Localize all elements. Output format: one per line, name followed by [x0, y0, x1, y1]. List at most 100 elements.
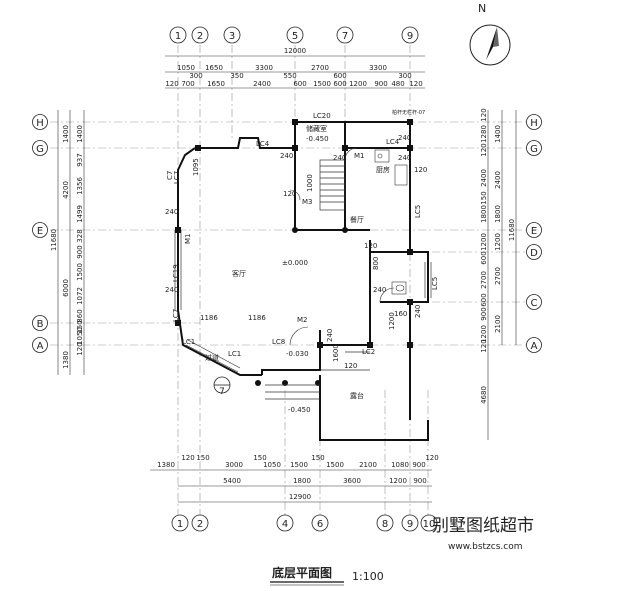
tag-m2: M2 — [297, 316, 308, 324]
tag-lc7-b: LC7 — [172, 309, 180, 322]
axis-bottom-6: 6 — [317, 519, 323, 530]
tag-lc4-b: LC4 — [386, 138, 400, 146]
wd-0: 240 — [280, 152, 293, 160]
wd-6: 240 — [333, 154, 346, 162]
axis-bubbles-bottom: 1 2 4 6 8 9 10 — [171, 514, 438, 532]
dim-top-r1-0: 1050 — [177, 64, 195, 72]
tag-lc20: LC20 — [313, 112, 331, 120]
dim-left-r2-0: 1400 — [76, 125, 84, 143]
dimension-text-left: 11680 1400 4200 6000 1380 1400 937 1356 … — [50, 125, 84, 369]
dim-bot-r1-12: 120 — [425, 454, 438, 462]
dim-top-r1-2: 3300 — [255, 64, 273, 72]
tag-lc1-a: LC1 — [182, 338, 195, 346]
dim-bot-r1-0: 1380 — [157, 461, 175, 469]
drawing-title-block: 底层平面图 1:100 — [270, 565, 384, 586]
axis-top-7: 7 — [342, 31, 348, 42]
drawing-title: 底层平面图 — [272, 565, 332, 580]
watermark-url: www.bstzcs.com — [448, 542, 523, 552]
wd-5: 240 — [398, 134, 411, 142]
dim-right-r2-9: 600 — [480, 293, 488, 306]
axis-left-A: A — [37, 341, 44, 352]
dim-left-total: 11680 — [50, 229, 58, 251]
dim-bot-r2-3: 1200 — [389, 477, 407, 485]
dim-left-r2-10: 1050 — [76, 327, 84, 345]
dim-top-r2-8: 900 — [374, 80, 387, 88]
dim-top-r2-7: 1200 — [349, 80, 367, 88]
dim-top-s-2: 550 — [283, 72, 296, 80]
dim-top-r2-2: 1650 — [207, 80, 225, 88]
dim-left-r2-3: 1499 — [76, 205, 84, 223]
tag-m1-b: M1 — [354, 152, 365, 160]
opening-tags: LC20 LC4 LC4 LC5 LC5 LC19 LC7 LC7 LC8 LC… — [166, 112, 439, 362]
axis-bottom-1: 1 — [177, 519, 183, 530]
dimension-text-right: 11680 1400 2400 1800 1200 2700 2100 4680… — [480, 108, 516, 404]
dim-right-r1-2: 1800 — [494, 205, 502, 223]
dim-right-r1-5: 2100 — [494, 315, 502, 333]
axis-top-3: 3 — [229, 31, 235, 42]
dim-top-r2-0: 120 — [165, 80, 178, 88]
dim-bot-r1-10: 1080 — [391, 461, 409, 469]
dim-right-r2-12: 120 — [480, 339, 488, 352]
room-kitchen: 厨房 — [376, 165, 390, 174]
axis-bubbles-left: H G E B A — [32, 114, 48, 353]
axis-right-D: D — [530, 248, 538, 259]
dim-right-total: 11680 — [508, 219, 516, 241]
dim-right-r2-0: 120 — [480, 108, 488, 121]
dim-top-r1-1: 1650 — [205, 64, 223, 72]
axis-bottom-8: 8 — [382, 519, 388, 530]
axis-top-1: 1 — [175, 31, 181, 42]
wd-12: 120 — [414, 166, 427, 174]
dim-left-r2-5: 900 — [76, 245, 84, 258]
dim-right-r2-2: 120 — [480, 143, 488, 156]
dim-right-r2-5: 1800 — [480, 205, 488, 223]
tag-lc8: LC8 — [272, 338, 285, 346]
axis-left-H: H — [36, 118, 44, 129]
dim-top-r2-3: 2400 — [253, 80, 271, 88]
room-corridor: 过道 — [205, 353, 219, 362]
dim-bot-r1-1: 120 — [181, 454, 194, 462]
dim-top-s-1: 350 — [230, 72, 243, 80]
tag-lc1-b: LC1 — [228, 350, 241, 358]
dim-right-r2-6: 1200 — [480, 233, 488, 251]
tag-1186-a: 1186 — [200, 314, 218, 322]
north-label: N — [478, 2, 486, 15]
dim-right-r2-1: 1280 — [480, 125, 488, 143]
elev-steps: -0.450 — [288, 406, 311, 414]
dim-right-r1-4: 2700 — [494, 267, 502, 285]
staircase — [265, 159, 346, 400]
dim-bot-r1-9: 2100 — [359, 461, 377, 469]
dim-bot-r2-4: 900 — [413, 477, 426, 485]
tag-1186-b: 1186 — [248, 314, 266, 322]
dim-top-s-4: 300 — [398, 72, 411, 80]
dim-right-r1-0: 1400 — [494, 125, 502, 143]
wd-3: 240 — [373, 286, 386, 294]
structural-columns — [175, 119, 413, 386]
axis-bottom-4: 4 — [282, 519, 288, 530]
dim-bot-r1-7: 150 — [311, 454, 324, 462]
wd-7: 240 — [414, 305, 422, 318]
dim-right-r2-8: 2700 — [480, 271, 488, 289]
tag-lc2: LC2 — [362, 348, 375, 356]
dim-top-r2-4: 600 — [293, 80, 306, 88]
kitchen-fixtures — [374, 149, 408, 295]
dim-top-s-3: 600 — [333, 72, 346, 80]
dim-bot-r1-5: 1050 — [263, 461, 281, 469]
dim-left-r1-0: 1400 — [62, 125, 70, 143]
dim-right-r1-6: 4680 — [480, 386, 488, 404]
dim-left-r2-4: 328 — [76, 229, 84, 242]
tag-m3: M3 — [302, 198, 313, 206]
room-storage: 储藏室 — [306, 124, 327, 133]
dim-bot-r2-0: 5400 — [223, 477, 241, 485]
dim-top-r2-6: 600 — [333, 80, 346, 88]
elevation-marks: ±0.000 -0.450 -0.030 -0.450 柏杆无栏杆-07 — [282, 109, 425, 414]
window-lines — [174, 230, 432, 373]
axis-right-G: G — [530, 144, 538, 155]
axis-bubbles-top: 1 2 3 5 7 9 — [169, 26, 419, 44]
wd-8: 240 — [326, 329, 334, 342]
axis-bottom-10: 10 — [423, 519, 436, 530]
axis-left-E: E — [37, 226, 43, 237]
dim-right-r2-7: 600 — [480, 251, 488, 264]
dim-left-r2-7: 1072 — [76, 287, 84, 305]
wd-10: 120 — [344, 362, 357, 370]
tag-lc5-a: LC5 — [414, 205, 422, 218]
